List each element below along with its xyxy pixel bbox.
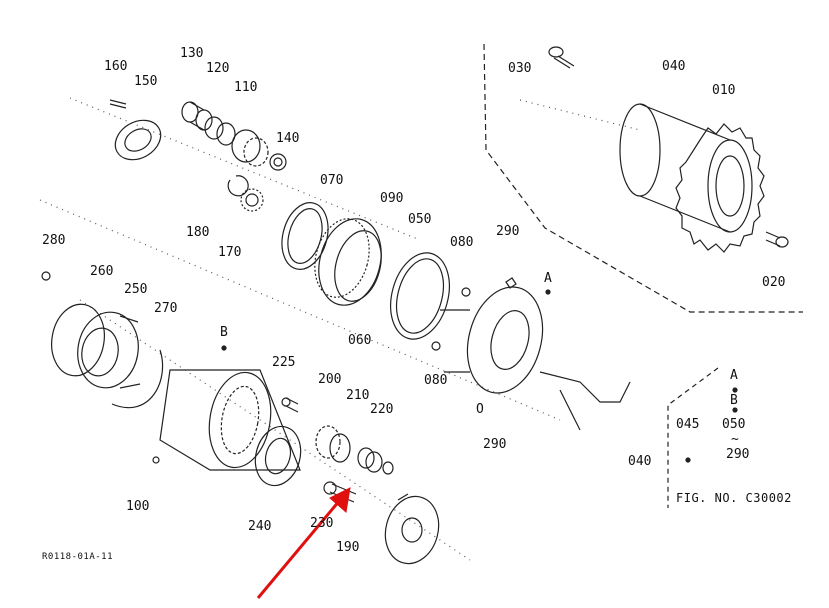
bearing-210 [357,447,383,473]
gear-110 [231,129,269,167]
bearing-170 [240,188,264,212]
seal-070 [281,202,329,270]
washer-140 [269,153,287,171]
cover-250 [77,311,141,389]
label-250: 250 [124,282,148,297]
pin-160 [109,99,127,109]
highlight-arrow [256,487,351,599]
label-100: 100 [126,499,150,514]
label-190: 190 [336,540,360,555]
label-170: 170 [218,245,242,260]
bolt-030 [548,46,575,69]
label-290: 290 [496,224,520,239]
label-200: 200 [318,372,342,387]
legend-boundary [667,367,719,508]
oring-260 [51,303,105,377]
label-040: 040 [662,59,686,74]
label-160: 160 [104,59,128,74]
label-020: 020 [762,275,786,290]
label-280: 280 [42,233,66,248]
shim-240 [254,425,302,487]
label-130: 130 [180,46,204,61]
label-260: 260 [90,264,114,279]
bearing-120 [204,116,236,146]
collar-130 [181,101,213,131]
label-180: 180 [186,225,210,240]
label-080: 080 [450,235,474,250]
assembly-boundary [483,43,803,313]
housing-080 [440,286,544,394]
flange-190 [384,493,440,565]
key-290 [505,277,517,289]
label-B-legend: B [730,393,738,408]
label-045: 045 [676,417,700,432]
label-270: 270 [154,301,178,316]
label-010: 010 [712,83,736,98]
washer-220 [382,461,394,475]
figure-number: FIG. NO. C30002 [676,491,792,505]
pin-080 [461,287,471,297]
drawing-code: R0118-01A-11 [42,552,114,562]
label-230: 230 [310,516,334,531]
label-050-legend: 050 [722,417,746,432]
pin-225 [281,397,299,413]
label-O: O [476,402,484,417]
gasket-270 [111,349,164,409]
bolt-020 [765,231,789,248]
label-240: 240 [248,519,272,534]
label-040-legend: 040 [628,454,652,469]
race-050 [390,252,450,340]
label-290-legend: 290 [726,447,750,462]
label-225: 225 [272,355,296,370]
label-210: 210 [346,388,370,403]
shim-150 [114,119,162,161]
label-A-legend: A [730,368,738,383]
bearing-090 [314,218,382,306]
housing-100 [159,369,301,471]
label-060: 060 [348,333,372,348]
circlip-180 [227,175,249,197]
label-070: 070 [320,173,344,188]
label-150: 150 [134,74,158,89]
plug-280 [41,271,51,281]
label-090: 090 [380,191,404,206]
label-220: 220 [370,402,394,417]
legend-tilde: ~ [731,432,739,447]
label-120: 120 [206,61,230,76]
label-050: 050 [408,212,432,227]
label-290-b: 290 [483,437,507,452]
label-080-b: 080 [424,373,448,388]
label-140: 140 [276,131,300,146]
label-110: 110 [234,80,258,95]
label-A: A [544,271,552,286]
label-B: B [220,325,228,340]
gear-200 [315,425,351,463]
hub-sprocket-010 [619,103,765,253]
label-030: 030 [508,61,532,76]
